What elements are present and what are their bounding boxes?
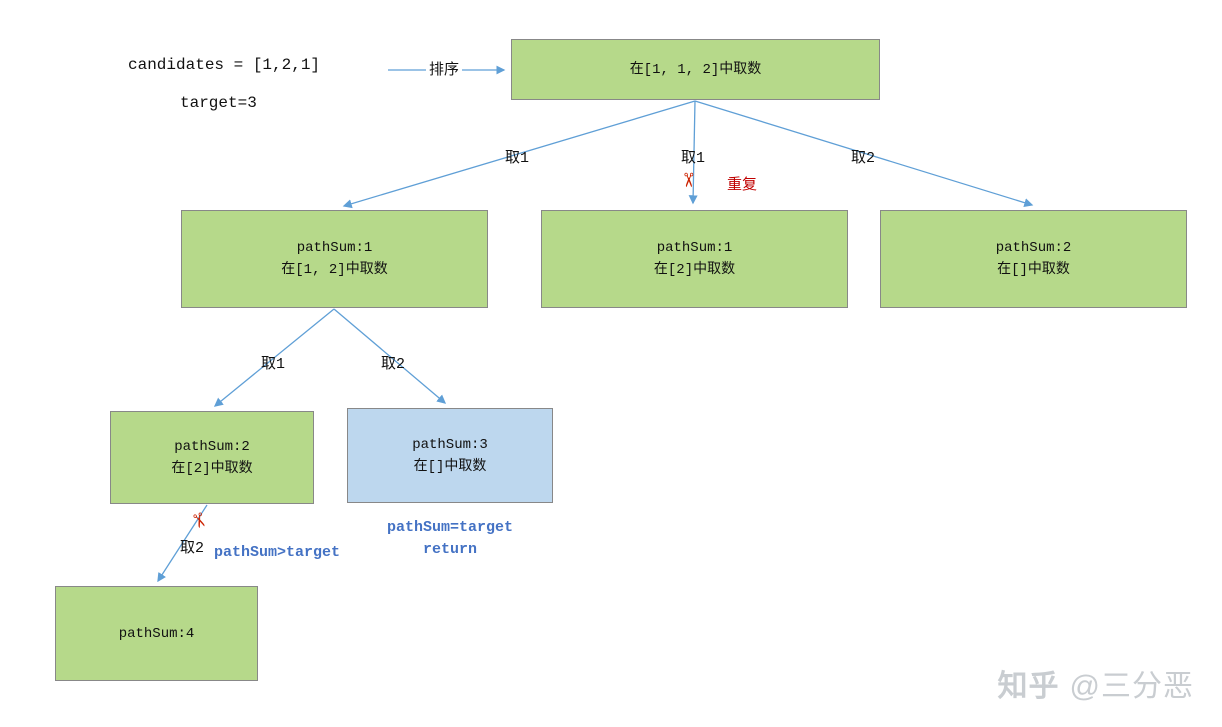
edge-label-take2-n4: 取2 — [180, 540, 205, 557]
node-pathsum: pathSum:4 — [118, 625, 195, 642]
edge-label-sort: 排序 — [426, 58, 463, 79]
watermark: 知乎 @三分恶 — [998, 661, 1194, 705]
target-hit-note-line2: return — [422, 541, 477, 558]
target-hit-note: pathSum=target return — [347, 517, 553, 561]
node-title: 在[2]中取数 — [171, 460, 253, 477]
node-pathsum: pathSum:2 — [174, 438, 250, 455]
target-text: target=3 — [180, 94, 257, 112]
node-pathsum2-b: pathSum:2 在[2]中取数 — [110, 411, 314, 504]
watermark-handle: @三分恶 — [1069, 670, 1194, 703]
overflow-note: pathSum>target — [214, 544, 341, 561]
node-pathsum: pathSum:2 — [995, 240, 1072, 256]
node-pathsum1-b: pathSum:1 在[2]中取数 — [541, 210, 848, 308]
zhihu-logo: 知乎 — [997, 670, 1060, 703]
node-pathsum4: pathSum:4 — [55, 586, 258, 681]
scissors-icon: ✂ — [181, 508, 215, 534]
node-root: 在[1, 1, 2]中取数 — [511, 39, 880, 100]
edge-label-take2-n1: 取2 — [381, 356, 406, 373]
node-title: 在[1, 2]中取数 — [281, 262, 388, 278]
edge-label-take1-left: 取1 — [505, 150, 530, 167]
candidates-text: candidates = [1,2,1] — [128, 56, 321, 74]
edge-label-take1-mid: 取1 — [681, 150, 706, 167]
edge-label-take1-n1: 取1 — [261, 356, 286, 373]
scissors-icon: ✂ — [671, 172, 702, 188]
node-title: 在[]中取数 — [997, 262, 1070, 278]
node-title: 在[]中取数 — [413, 458, 487, 475]
node-pathsum: pathSum:3 — [412, 436, 488, 453]
node-pathsum2-a: pathSum:2 在[]中取数 — [880, 210, 1187, 308]
target-hit-note-line1: pathSum=target — [386, 519, 514, 536]
duplicate-label: 重复 — [727, 177, 758, 194]
node-pathsum: pathSum:1 — [296, 240, 373, 256]
node-title: 在[1, 1, 2]中取数 — [629, 61, 762, 78]
node-title: 在[2]中取数 — [653, 262, 736, 278]
node-pathsum-target: pathSum:3 在[]中取数 — [347, 408, 553, 503]
node-pathsum: pathSum:1 — [656, 240, 733, 256]
edge-label-take2-right: 取2 — [851, 150, 876, 167]
node-pathsum1-a: pathSum:1 在[1, 2]中取数 — [181, 210, 488, 308]
